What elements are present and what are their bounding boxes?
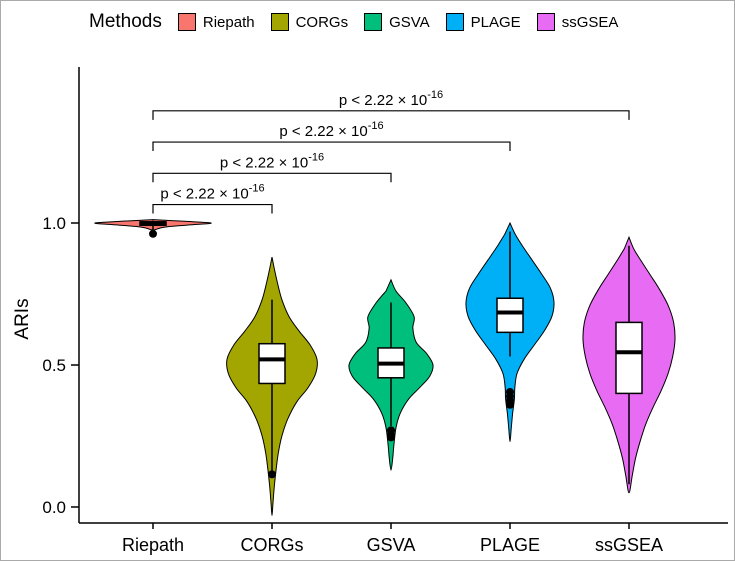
legend-item-ssgsea: ssGSEA	[536, 13, 619, 31]
p-value-label: p < 2.22 × 10-16	[279, 120, 383, 140]
bracket-corgs	[152, 203, 273, 214]
p-value-label: p < 2.22 × 10-16	[339, 89, 443, 109]
bracket-gsva	[152, 172, 392, 183]
x-category-label: PLAGE	[480, 535, 540, 555]
p-value-label: p < 2.22 × 10-16	[220, 151, 324, 171]
y-tick-label: 0.0	[42, 498, 66, 517]
box-corgs	[258, 342, 286, 385]
legend-label-plage: PLAGE	[470, 13, 521, 31]
legend-item-plage: PLAGE	[445, 13, 521, 31]
x-category-label: CORGs	[241, 535, 304, 555]
x-category-label: GSVA	[367, 535, 416, 555]
legend-swatch-gsva	[364, 13, 383, 31]
legend-label-riepath: Riepath	[202, 13, 255, 31]
y-tick-label: 1.0	[42, 214, 66, 233]
legend-item-corgs: CORGs	[270, 13, 349, 31]
bracket-plage	[152, 141, 511, 152]
box-ssgsea	[615, 321, 643, 395]
box-plage	[496, 297, 524, 334]
x-category-label: ssGSEA	[595, 535, 663, 555]
outlier-plage	[506, 400, 514, 409]
legend-label-corgs: CORGs	[295, 13, 349, 31]
legend-swatch-riepath	[177, 13, 196, 31]
outlier-corgs	[268, 470, 276, 479]
legend-swatch-ssgsea	[536, 13, 555, 31]
legend-title: Methods	[89, 11, 162, 32]
legend: Methods Riepath CORGs GSVA PLAGE ssGSEA	[89, 9, 734, 35]
legend-swatch-corgs	[270, 13, 289, 31]
legend-item-riepath: Riepath	[177, 13, 255, 31]
y-axis-title: ARIs	[12, 298, 33, 340]
outlier-gsva	[387, 433, 395, 442]
legend-swatch-plage	[445, 13, 464, 31]
x-category-label: Riepath	[122, 535, 184, 555]
bracket-ssgsea	[152, 110, 630, 120]
legend-item-gsva: GSVA	[364, 13, 430, 31]
p-value-label: p < 2.22 × 10-16	[160, 183, 264, 203]
outlier-riepath	[149, 229, 157, 238]
y-tick-label: 0.5	[42, 356, 66, 375]
legend-label-ssgsea: ssGSEA	[561, 13, 619, 31]
legend-label-gsva: GSVA	[389, 13, 430, 31]
